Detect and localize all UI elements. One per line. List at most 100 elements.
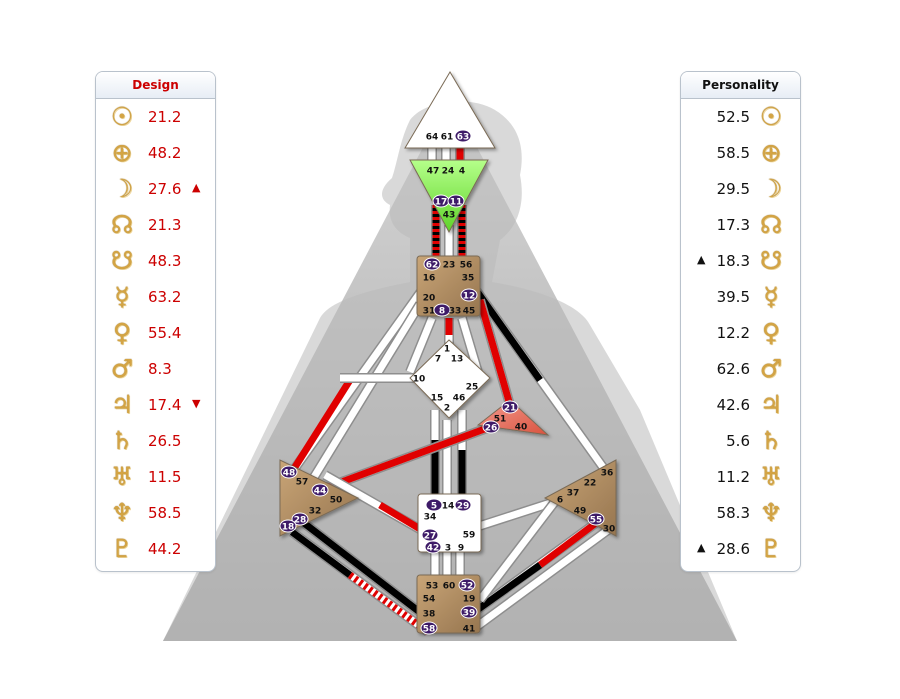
jupiter-icon: ♃ — [110, 390, 134, 419]
design-rows: ☉21.2⊕48.2☽27.6▲☊21.3☋48.3☿63.2♀55.4♂8.3… — [96, 99, 215, 567]
design-value: 8.3 — [148, 360, 172, 378]
gate-37: 37 — [567, 489, 580, 499]
gate-57-label: 57 — [296, 478, 309, 488]
sun-icon: ☉ — [110, 102, 134, 131]
personality-row-south-node: ☋18.3▲ — [681, 243, 800, 279]
gate-51: 51 — [494, 415, 507, 425]
gate-28-label: 28 — [294, 516, 307, 526]
gate-55-active-marker — [587, 512, 605, 526]
gate-58-label: 58 — [423, 625, 436, 635]
gate-51-label: 51 — [494, 415, 507, 425]
channel-33-13 — [457, 316, 483, 374]
gate-32: 32 — [309, 507, 322, 517]
gate-43-label: 43 — [443, 211, 456, 221]
gate-11: 11 — [447, 194, 465, 208]
head-center — [404, 71, 496, 149]
gate-5-active-marker — [425, 498, 443, 512]
gate-56-label: 56 — [460, 261, 473, 271]
gate-58: 58 — [420, 621, 438, 635]
gate-63-active-marker — [454, 129, 472, 143]
gate-15-label: 15 — [431, 394, 444, 404]
mars-icon: ♂ — [110, 354, 134, 383]
design-value: 44.2 — [148, 540, 182, 558]
gate-12-label: 12 — [463, 292, 476, 302]
personality-row-saturn: ♄5.6 — [681, 423, 800, 459]
g-center — [409, 339, 491, 419]
design-row-south-node: ☋48.3 — [96, 243, 215, 279]
sun-icon: ☉ — [759, 102, 783, 131]
gate-46-label: 46 — [453, 394, 466, 404]
gate-18: 18 — [279, 519, 297, 533]
uranus-icon: ♅ — [759, 462, 783, 491]
venus-icon: ♀ — [112, 318, 132, 347]
gate-5-label: 5 — [431, 502, 437, 512]
channel-35-36-personality — [473, 287, 543, 383]
design-row-venus: ♀55.4 — [96, 315, 215, 351]
gate-47-label: 47 — [427, 167, 440, 177]
gate-1: 1 — [444, 345, 450, 355]
design-value: 11.5 — [148, 468, 182, 486]
gate-13-label: 13 — [451, 355, 464, 365]
personality-value: 17.3 — [716, 216, 750, 234]
gate-48-label: 48 — [283, 469, 296, 479]
neptune-icon: ♆ — [759, 498, 783, 527]
exalted-triangle-icon: ▲ — [192, 181, 201, 194]
earth-icon: ⊕ — [111, 138, 133, 167]
channel-20-57-base — [297, 302, 423, 502]
personality-row-earth: ⊕58.5 — [681, 135, 800, 171]
gate-45: 45 — [463, 307, 476, 317]
gate-44: 44 — [311, 483, 329, 497]
personality-rows: ☉52.5⊕58.5☽29.5☊17.3☋18.3▲☿39.5♀12.2♂62.… — [681, 99, 800, 567]
design-row-mars: ♂ 8.3 — [96, 351, 215, 387]
gate-61-label: 61 — [441, 133, 454, 143]
channel-59-6 — [465, 495, 562, 535]
personality-value: 12.2 — [716, 324, 750, 342]
gate-20-label: 20 — [423, 294, 436, 304]
gate-29-active-marker — [454, 498, 472, 512]
jupiter-icon: ♃ — [759, 390, 783, 419]
design-row-sun: ☉21.2 — [96, 99, 215, 135]
channel-31-7-base — [406, 316, 436, 374]
gate-60-label: 60 — [443, 582, 456, 592]
gate-29: 29 — [454, 498, 472, 512]
gate-30: 30 — [603, 525, 616, 535]
gate-25-label: 25 — [466, 383, 479, 393]
gate-3-label: 3 — [445, 544, 451, 554]
gate-62-active-marker — [423, 257, 441, 271]
gate-47: 47 — [427, 167, 440, 177]
gate-61: 61 — [441, 133, 454, 143]
personality-row-sun: ☉ 52.5 — [681, 99, 800, 135]
design-row-jupiter: ♃17.4▼ — [96, 387, 215, 423]
channel-30-41-base — [469, 527, 611, 633]
gate-33-label: 33 — [449, 307, 462, 317]
gate-5: 5 — [425, 498, 443, 512]
gate-62-label: 62 — [426, 261, 439, 271]
design-row-uranus: ♅11.5 — [96, 459, 215, 495]
exalted-triangle-icon: ▲ — [697, 541, 706, 554]
gate-26: 26 — [482, 420, 500, 434]
gate-39: 39 — [460, 605, 478, 619]
gate-29-label: 29 — [457, 502, 470, 512]
mars-icon: ♂ — [759, 354, 783, 383]
gate-27: 27 — [421, 528, 439, 542]
gate-18-active-marker — [279, 519, 297, 533]
gate-17-label: 17 — [435, 198, 448, 208]
personality-row-moon: ☽29.5 — [681, 171, 800, 207]
gate-19-label: 19 — [463, 595, 476, 605]
gate-28-active-marker — [291, 512, 309, 526]
gate-17: 17 — [432, 194, 450, 208]
personality-row-mercury: ☿39.5 — [681, 279, 800, 315]
personality-panel-title: Personality — [681, 72, 800, 99]
personality-value: 29.5 — [716, 180, 750, 198]
throat-center — [416, 255, 481, 317]
gate-16-label: 16 — [423, 274, 436, 284]
personality-row-venus: ♀12.2 — [681, 315, 800, 351]
channel-49-19-base — [477, 492, 563, 603]
personality-value: 52.5 — [716, 108, 750, 126]
gate-35-label: 35 — [462, 274, 475, 284]
personality-value: 62.6 — [716, 360, 750, 378]
design-panel-title: Design — [96, 72, 215, 99]
gate-32-label: 32 — [309, 507, 322, 517]
channel-30-41 — [469, 525, 611, 635]
